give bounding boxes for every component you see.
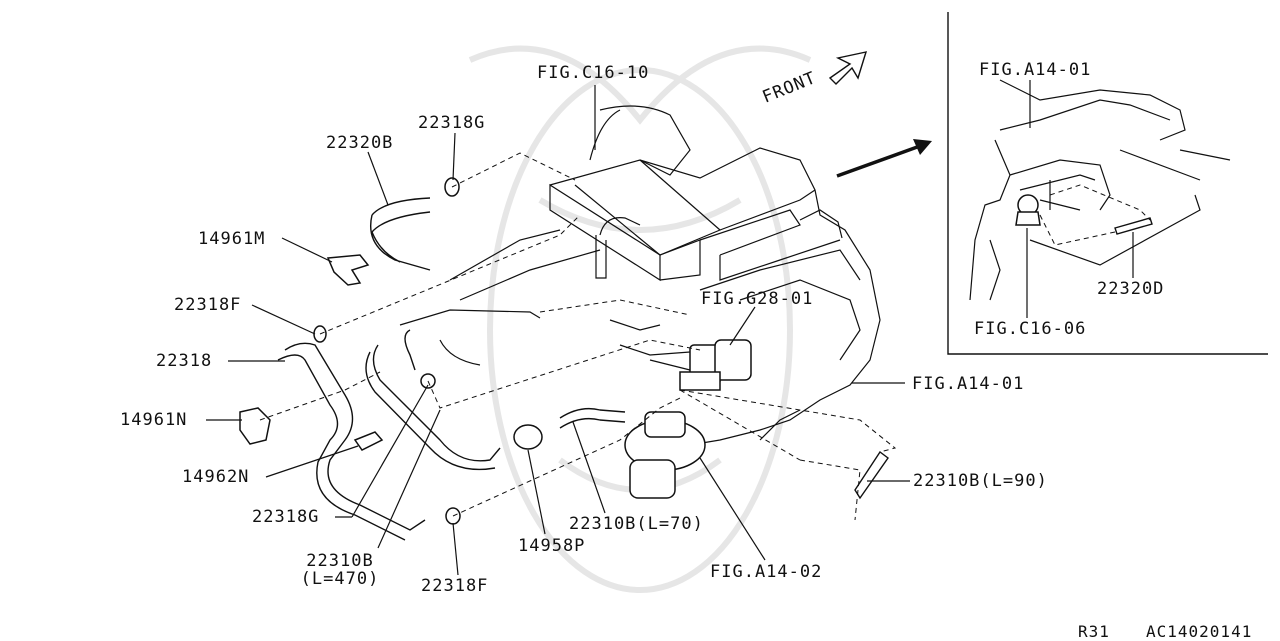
inset-drawing	[969, 79, 1231, 318]
leader-lines	[206, 85, 910, 576]
inset-label-22320d[interactable]: 22320D	[1097, 279, 1165, 299]
label-22310b-470-line1: 22310B	[306, 551, 374, 571]
footer-code: AC14020141	[1146, 622, 1253, 641]
label-22318g-top[interactable]: 22318G	[418, 113, 486, 133]
fig-g28-valve	[679, 339, 752, 391]
engine-outline	[399, 105, 881, 446]
label-22310b-470[interactable]: 22310B (L=470)	[292, 552, 388, 588]
label-22310b-470-line2: (L=470)	[300, 569, 380, 589]
footer-model: R31	[1078, 622, 1110, 641]
hose-22310b-470	[365, 329, 501, 471]
label-14958p[interactable]: 14958P	[518, 536, 586, 556]
hose-22320b	[370, 197, 431, 271]
label-fig-a14-01-main[interactable]: FIG.A14-01	[912, 374, 1025, 394]
label-fig-c16-10[interactable]: FIG.C16-10	[537, 63, 650, 83]
inset-arrow	[836, 139, 932, 178]
inset-label-fig-a14-01[interactable]: FIG.A14-01	[979, 60, 1092, 80]
inset-frame	[947, 12, 1268, 355]
label-fig-g28-01[interactable]: FIG.G28-01	[701, 289, 814, 309]
inset-label-fig-c16-06[interactable]: FIG.C16-06	[974, 319, 1087, 339]
label-14961m[interactable]: 14961M	[198, 229, 266, 249]
label-22318f-left[interactable]: 22318F	[174, 295, 242, 315]
fig-a14-02-canister	[624, 411, 706, 499]
clip-14962n	[353, 431, 384, 451]
hose-22310b-90	[854, 450, 889, 500]
label-14961n[interactable]: 14961N	[120, 410, 188, 430]
label-14962n[interactable]: 14962N	[182, 467, 250, 487]
label-22318[interactable]: 22318	[156, 351, 213, 371]
label-22310b-70[interactable]: 22310B(L=70)	[569, 514, 704, 534]
hose-22310b-70	[513, 407, 626, 450]
label-22318g-bottom[interactable]: 22318G	[252, 507, 320, 527]
watermark-emblem	[468, 45, 812, 593]
label-22320b[interactable]: 22320B	[326, 133, 394, 153]
bracket-14961n	[239, 407, 271, 445]
label-fig-a14-02[interactable]: FIG.A14-02	[710, 562, 823, 582]
bracket-14961m	[326, 254, 370, 286]
label-22310b-90[interactable]: 22310B(L=90)	[913, 471, 1048, 491]
label-22318f-bottom[interactable]: 22318F	[421, 576, 489, 596]
dashed-guide-lines	[259, 152, 897, 521]
hose-22318	[277, 342, 426, 541]
front-arrow-icon	[828, 51, 868, 85]
